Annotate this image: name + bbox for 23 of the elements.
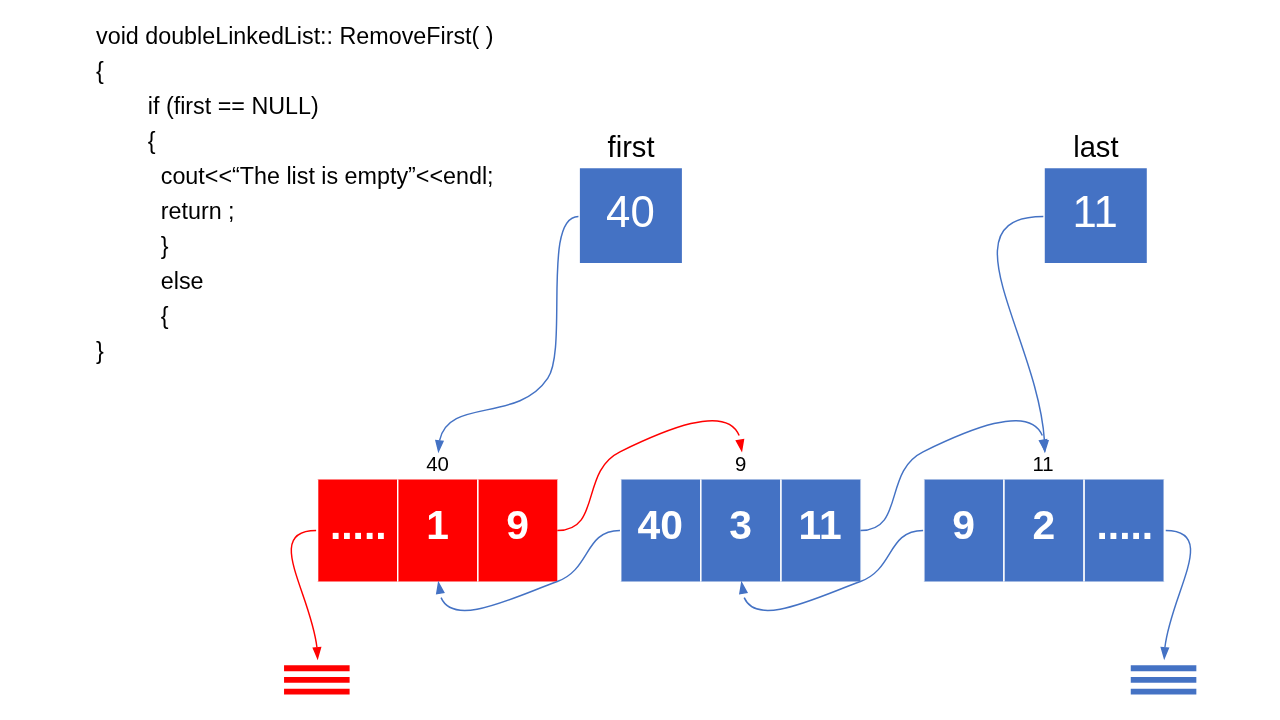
node-label: 11 xyxy=(1032,453,1054,476)
arrow xyxy=(556,419,745,532)
label: } xyxy=(96,337,104,364)
node-box: 40 xyxy=(579,168,682,264)
node-label: 40 xyxy=(426,453,449,476)
label: void doubleLinkedList:: RemoveFirst( ) xyxy=(96,23,494,50)
arrow xyxy=(435,529,621,612)
node-label: last xyxy=(1073,130,1119,163)
arrow xyxy=(1160,529,1192,661)
label: cout<<“The list is empty”<<endl; xyxy=(160,163,494,190)
node-box: 11 xyxy=(1044,168,1147,264)
arrow xyxy=(739,529,924,612)
label: if (first == NULL) xyxy=(147,93,319,120)
label: } xyxy=(160,233,169,260)
arrow xyxy=(290,529,322,661)
node-label: 9 xyxy=(735,453,747,476)
label: { xyxy=(147,128,156,155)
label: { xyxy=(160,303,169,329)
label: else xyxy=(160,268,204,295)
label: return ; xyxy=(160,198,235,225)
arrow xyxy=(434,215,580,454)
label: { xyxy=(96,58,104,85)
node-label: first xyxy=(607,130,655,163)
